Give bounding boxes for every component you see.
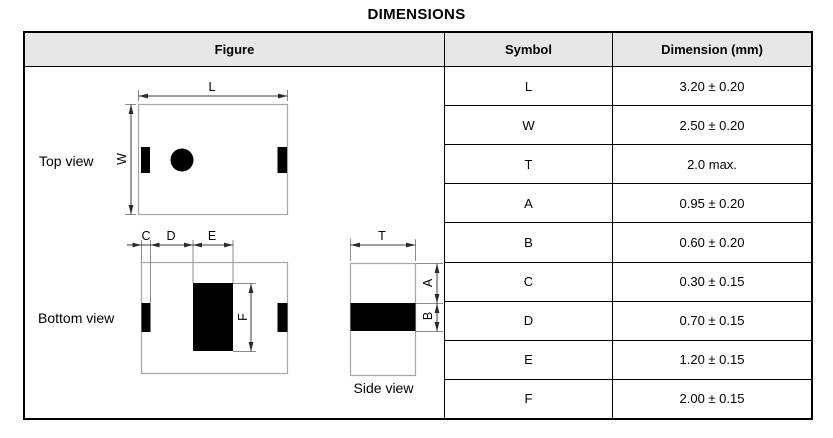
symbol-value: T [445, 145, 613, 184]
dim-label-F: F [236, 313, 250, 321]
table-row-F: F 2.00 ± 0.15 [445, 379, 811, 418]
dimension-CDE-lines [127, 240, 234, 303]
bottom-view-right-pad [277, 303, 288, 332]
table-row-L: L 3.20 ± 0.20 [445, 67, 811, 107]
dimension-AB-lines [415, 263, 443, 332]
side-view-terminal-band [350, 303, 416, 331]
bottom-view-label: Bottom view [38, 310, 115, 326]
page-title: DIMENSIONS [367, 6, 466, 23]
column-header-symbol: Symbol [445, 33, 613, 66]
symbol-value: F [445, 379, 613, 418]
symbol-value: A [445, 184, 613, 223]
figure-cell: Top view Bottom view Side view L W C D E… [25, 67, 445, 418]
top-view-polarity-dot [170, 148, 194, 172]
dimension-W-lines [125, 104, 136, 215]
top-view-drawing [125, 90, 289, 216]
symbol-value: L [445, 67, 613, 106]
column-header-dimension: Dimension (mm) [661, 42, 763, 57]
table-row-W: W 2.50 ± 0.20 [445, 106, 811, 146]
dimension-F-lines [233, 283, 256, 352]
top-view-label: Top view [39, 153, 94, 169]
column-header-figure: Figure [25, 33, 445, 66]
dimension-value: 2.00 ± 0.15 [679, 391, 745, 407]
dim-label-E: E [207, 229, 217, 243]
symbol-value: B [445, 223, 613, 262]
top-view-body-outline [137, 103, 289, 216]
dim-label-A: A [421, 278, 435, 288]
dimension-value: 2.0 max. [687, 156, 737, 172]
top-view-right-terminal [277, 147, 287, 173]
table-row-A: A 0.95 ± 0.20 [445, 184, 811, 224]
dimension-value: 2.50 ± 0.20 [679, 117, 745, 133]
table-row-B: B 0.60 ± 0.20 [445, 223, 811, 263]
table-row-C: C 0.30 ± 0.15 [445, 262, 811, 302]
symbol-value: C [445, 262, 613, 301]
dimension-T-lines [350, 239, 416, 261]
symbol-dimension-rows: L 3.20 ± 0.20 W 2.50 ± 0.20 T 2.0 max. A… [445, 67, 811, 418]
dimension-value: 1.20 ± 0.15 [679, 352, 745, 368]
dim-label-B: B [421, 311, 435, 321]
dim-label-L: L [208, 80, 216, 94]
table-row-E: E 1.20 ± 0.15 [445, 340, 811, 380]
technical-drawing [125, 90, 443, 377]
dimension-value: 0.30 ± 0.15 [679, 274, 745, 290]
dim-label-D: D [166, 229, 176, 243]
symbol-value: E [445, 340, 613, 379]
bottom-view-drawing [127, 240, 289, 375]
dimension-value: 0.60 ± 0.20 [679, 234, 745, 250]
dimension-L-lines [138, 90, 288, 101]
dimension-value: 0.70 ± 0.15 [679, 313, 745, 329]
dimension-value: 3.20 ± 0.20 [679, 78, 745, 94]
dim-label-W: W [115, 153, 129, 165]
symbol-value: D [445, 301, 613, 340]
table-header-row: Figure Symbol Dimension (mm) [25, 33, 811, 67]
table-row-T: T 2.0 max. [445, 145, 811, 185]
bottom-view-left-pad [141, 303, 151, 332]
dim-label-T: T [378, 229, 386, 243]
symbol-value: W [445, 106, 613, 145]
dim-label-C: C [141, 229, 151, 243]
table-row-D: D 0.70 ± 0.15 [445, 301, 811, 341]
dimension-value: 0.95 ± 0.20 [679, 195, 745, 211]
dimensions-table: Figure Symbol Dimension (mm) [23, 31, 813, 420]
table-body: Top view Bottom view Side view L W C D E… [25, 67, 811, 418]
side-view-drawing [349, 239, 443, 377]
side-view-label: Side view [353, 380, 414, 396]
bottom-view-center-pad [193, 283, 233, 351]
top-view-left-terminal [141, 147, 150, 173]
